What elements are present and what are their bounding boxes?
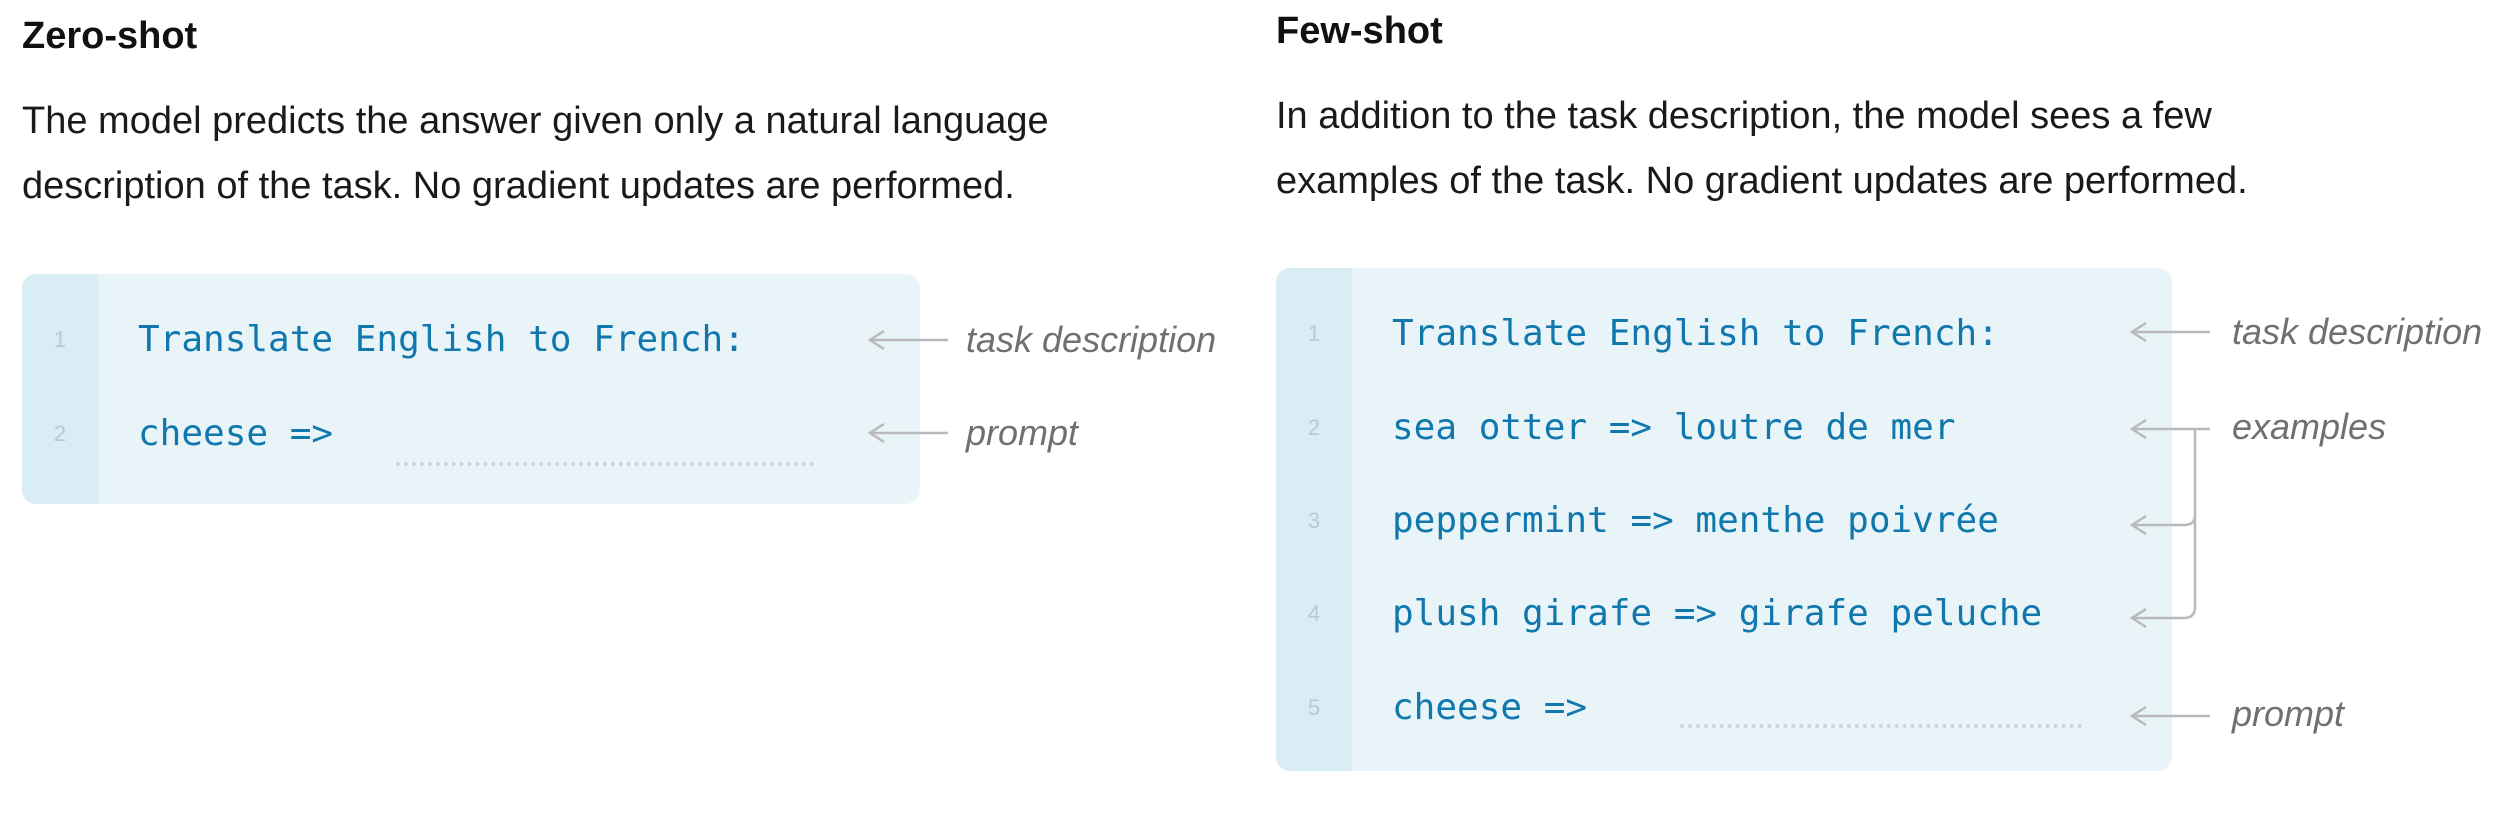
prompt-arrow [867,422,948,444]
prompt-text: cheese => [1392,687,1588,728]
few-shot-description-line-2: examples of the task. No gradient update… [1276,160,2248,202]
few-shot-description-line-1: In addition to the task description, the… [1276,95,2212,137]
prompt-arrow [2129,705,2210,727]
zero-shot-description: The model predicts the answer given only… [22,89,1049,219]
task-description-text: Translate English to French: [138,319,745,360]
prompt-text: cheese => [138,413,334,454]
few-shot-code-block: 1 Translate English to French: 2 sea ott… [1276,268,2172,771]
examples-annotation: examples [2232,406,2387,447]
task-description-text: Translate English to French: [1392,313,1999,354]
example-text: peppermint => menthe poivrée [1392,500,1999,541]
code-line: 2 cheese => [22,404,920,464]
code-line: 1 Translate English to French: [22,310,920,370]
line-number-gutter [22,274,98,504]
code-line: 2 sea otter => loutre de mer [1276,398,2172,458]
answer-blank [396,462,814,466]
few-shot-description: In addition to the task description, the… [1276,84,2248,214]
prompt-annotation: prompt [2232,693,2345,734]
few-shot-title: Few-shot [1276,10,1443,52]
zero-shot-description-line-1: The model predicts the answer given only… [22,100,1049,142]
code-line: 4 plush girafe => girafe peluche [1276,584,2172,644]
line-number: 1 [1307,321,1321,346]
example-text: plush girafe => girafe peluche [1392,593,2043,634]
line-number: 1 [53,327,67,352]
line-number-gutter [1276,268,1352,771]
example-text: sea otter => loutre de mer [1392,407,1956,448]
zero-shot-code-block: 1 Translate English to French: 2 cheese … [22,274,920,504]
answer-blank [1680,724,2082,728]
task-description-arrow [867,329,948,351]
zero-shot-description-line-2: description of the task. No gradient upd… [22,165,1015,207]
prompt-annotation: prompt [966,412,1079,453]
code-line: 3 peppermint => menthe poivrée [1276,491,2172,551]
line-number: 3 [1307,508,1321,533]
task-description-arrow [2129,321,2210,343]
zero-shot-annotation-arrows [867,329,948,444]
line-number: 5 [1307,695,1321,720]
task-description-annotation: task description [966,319,1217,360]
task-description-annotation: task description [2232,311,2483,352]
code-line: 1 Translate English to French: [1276,304,2172,364]
zero-shot-title: Zero-shot [22,15,198,57]
few-shot-annotation-arrows [2129,321,2210,727]
line-number: 2 [53,421,67,446]
examples-bracket-arrows [2129,418,2210,629]
code-line: 5 cheese => [1276,678,2172,738]
line-number: 2 [1307,415,1321,440]
line-number: 4 [1307,601,1321,626]
